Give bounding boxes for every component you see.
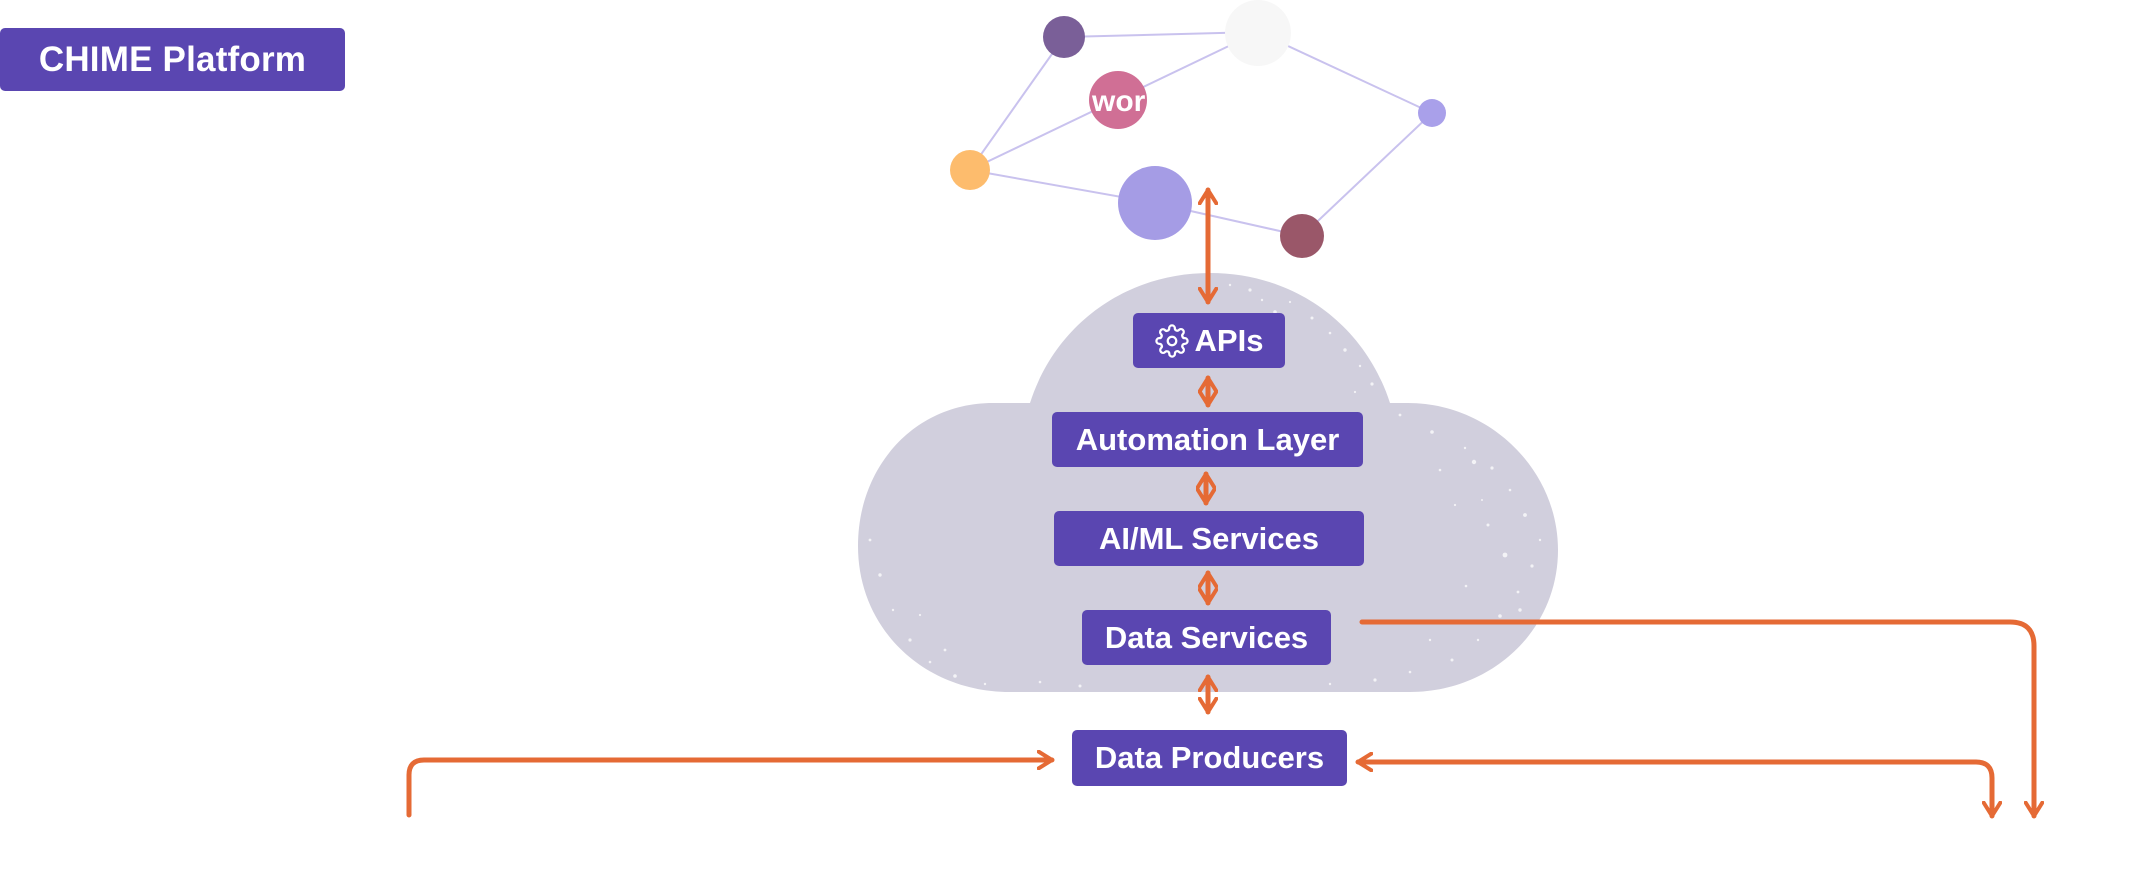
network-edge — [969, 36, 1065, 171]
network-node-orange — [950, 150, 990, 190]
apis-label: APIs — [1194, 322, 1264, 358]
automation-layer-label: Automation Layer — [1075, 421, 1340, 457]
network-edge — [1301, 112, 1433, 237]
data-producers-box[interactable]: Data Producers — [1072, 730, 1347, 786]
arrow-left-to-producers — [406, 760, 1055, 818]
apis-box[interactable]: APIs — [1133, 313, 1285, 368]
network-graph — [969, 31, 1433, 237]
data-services-label: Data Services — [1104, 619, 1309, 655]
aiml-services-label: AI/ML Services — [1099, 520, 1319, 556]
gear-icon — [1154, 323, 1189, 358]
automation-layer-box[interactable]: Automation Layer — [1052, 412, 1363, 467]
network-node-white — [1225, 0, 1291, 66]
network-node-lavender-large — [1118, 166, 1192, 240]
arrow-dataservices-out — [1359, 619, 2034, 819]
cloud-texture — [868, 283, 1542, 688]
data-services-box[interactable]: Data Services — [1082, 610, 1331, 665]
side-arrows — [406, 619, 2034, 819]
arrow-right-to-producers — [1355, 762, 1992, 819]
data-producers-label: Data Producers — [1094, 740, 1325, 775]
network-node-maroon — [1280, 214, 1324, 258]
network-label: work — [1091, 85, 1162, 118]
network-node-pink — [1089, 71, 1147, 129]
aiml-services-box[interactable]: AI/ML Services — [1054, 511, 1364, 566]
network-node-purple-dark — [1043, 16, 1085, 58]
network-node-lavender-small — [1418, 99, 1446, 127]
platform-title-badge: CHIME Platform — [0, 28, 345, 91]
stack-arrows — [1206, 187, 1208, 715]
